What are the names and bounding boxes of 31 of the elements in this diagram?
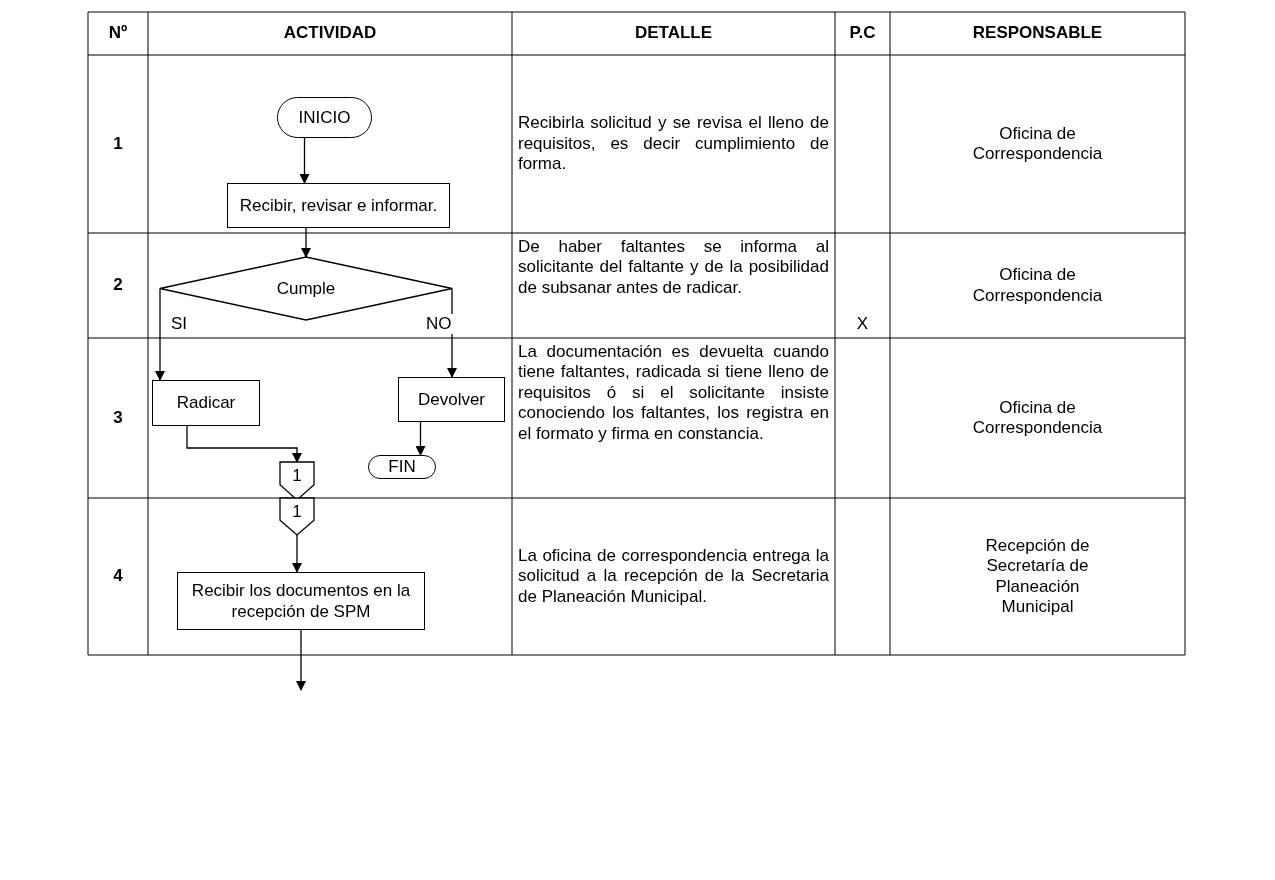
control-point-mark: X xyxy=(856,313,869,334)
column-header: RESPONSABLE xyxy=(972,23,1103,44)
process-box: Recibir, revisar e informar. xyxy=(227,183,450,228)
arrow xyxy=(296,629,306,691)
row-number: 4 xyxy=(113,566,123,587)
row-number: 2 xyxy=(113,275,123,296)
responsible-text: Oficina de Correspondencia xyxy=(971,265,1104,306)
row-number: 3 xyxy=(113,407,123,429)
description-text: La oficina de correspondencia entrega la solicitud a la recepción de la Secretaria de Planeación Municipal. xyxy=(518,545,829,608)
arrow xyxy=(292,534,302,573)
arrow xyxy=(186,425,302,463)
arrow xyxy=(299,137,310,184)
column-header: DETALLE xyxy=(634,23,713,44)
process-box: Radicar xyxy=(152,380,260,426)
row-number: 1 xyxy=(113,133,123,155)
process-box: Recibir los documentos en la recepción de SPM xyxy=(177,572,425,630)
description-text: De haber faltantes se informa al solicitante del faltante y de la posibilidad de subsanar antes de radicar. xyxy=(518,237,829,299)
column-header: ACTIVIDAD xyxy=(283,23,377,44)
responsible-text: Oficina de Correspondencia xyxy=(971,123,1104,165)
column-header: P.C xyxy=(849,23,876,44)
description-text: La documentación es devuelta cuando tiene faltantes, radicada si tiene lleno de requisitos ó si el solicitante insiste conociendo los faltantes, los registra en el formato y firma en constancia. xyxy=(518,342,829,444)
responsible-text: Oficina de Correspondencia xyxy=(971,397,1104,439)
offpage-connector: 1 xyxy=(280,462,314,500)
column-header: Nº xyxy=(108,23,128,44)
process-box: Devolver xyxy=(398,377,505,422)
responsible-text: Recepción de Secretaría de Planeación Municipal xyxy=(984,535,1091,618)
arrow xyxy=(155,287,165,381)
description-text: Recibirla solicitud y se revisa el lleno de requisitos, es decir cumplimiento de forma. xyxy=(518,113,829,175)
offpage-connector: 1 xyxy=(280,498,314,535)
arrow xyxy=(415,421,426,456)
arrow xyxy=(301,227,311,258)
